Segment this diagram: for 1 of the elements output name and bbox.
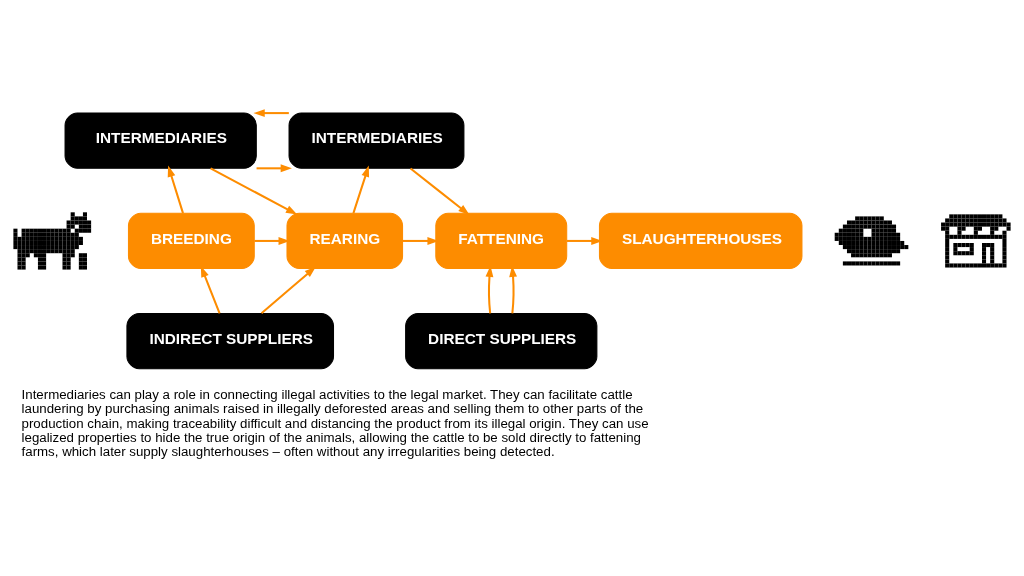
caption: Intermediaries can play a role in connecting illegal activities to the legal market. They can facilitate cattle laundering by purchasing animals raised in illegally deforested areas and selling them to other parts of the production chain, making traceability difficult and distancing the product from its illegal origin. They can use legalized properties to hide the true origin of the animals, allowing the cattle to be sold directly to fattening farms, which later supply slaughterhouses – often without any irregularities being detected. [21,386,649,459]
